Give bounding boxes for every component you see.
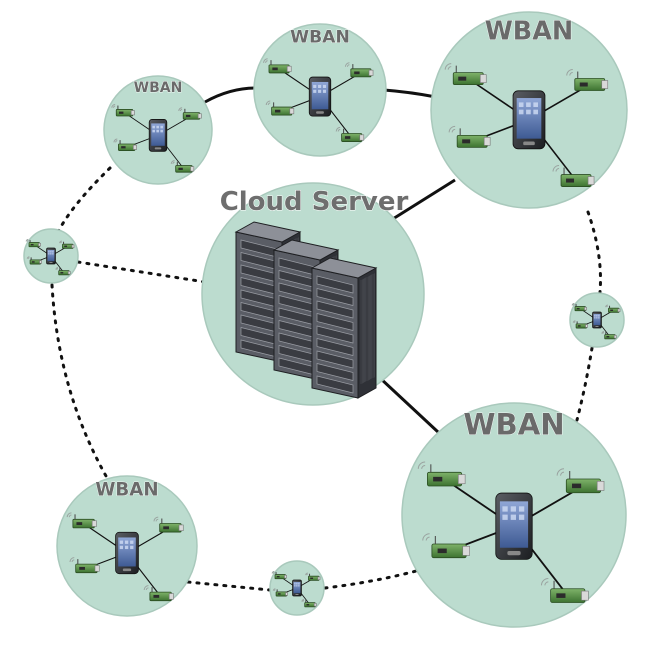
sensor-node-icon <box>344 62 374 78</box>
sensor-node-icon <box>170 160 195 173</box>
wban-cluster-top-left: WBAN <box>103 75 213 185</box>
sensor-node-icon <box>301 598 317 608</box>
sensor-node-icon <box>263 58 292 74</box>
sensor-node-icon <box>335 126 365 142</box>
sensor-node-icon <box>571 302 587 312</box>
sensor-node-icon <box>417 461 466 487</box>
smartphone-icon <box>308 76 332 117</box>
wban-cluster-small-bottom <box>269 560 325 616</box>
wban-label: WBAN <box>95 480 158 501</box>
wban-cluster-bottom-left: WBAN <box>56 475 198 617</box>
sensor-node-icon <box>605 304 621 313</box>
sensor-node-icon <box>25 238 41 248</box>
dotted-link <box>50 283 108 478</box>
sensor-node-icon <box>69 557 100 574</box>
smartphone-icon <box>46 247 56 265</box>
sensor-node-icon <box>143 585 174 602</box>
sensor-node-icon <box>111 103 135 117</box>
wban-cluster-top-center: WBAN <box>253 23 387 157</box>
sensor-node-icon <box>153 516 184 533</box>
solid-link <box>383 88 437 99</box>
sensor-node-icon <box>422 533 470 559</box>
wban-cluster-small-right <box>569 292 625 348</box>
smartphone-icon <box>495 492 533 560</box>
sensor-node-icon <box>272 588 288 597</box>
smartphone-icon <box>292 579 302 597</box>
wban-label: WBAN <box>463 407 564 441</box>
server-rack-icon <box>234 221 378 399</box>
sensor-node-icon <box>556 468 605 494</box>
wban-label: WBAN <box>134 80 183 96</box>
wban-cluster-small-left <box>23 228 79 284</box>
sensor-node-icon <box>552 165 595 187</box>
solid-link <box>204 86 257 104</box>
dotted-link <box>76 260 207 284</box>
smartphone-icon <box>115 531 139 575</box>
bubbles-layer: WBAN WBAN WBAN WBAN WBAN <box>23 11 628 628</box>
solid-link <box>378 376 440 434</box>
sensor-node-icon <box>55 266 71 276</box>
smartphone-icon <box>592 311 602 329</box>
cloud-server: Cloud Server <box>201 182 425 406</box>
cloud-server-label: Cloud Server <box>220 187 409 217</box>
sensor-node-icon <box>601 330 617 340</box>
sensor-node-icon <box>59 240 75 249</box>
server-rack <box>310 257 378 399</box>
wban-cluster-bottom-right: WBAN <box>401 402 627 628</box>
wban-label: WBAN <box>290 27 350 47</box>
wban-cluster-top-right: WBAN <box>430 11 628 209</box>
wban-label: WBAN <box>485 16 574 46</box>
network-links <box>50 86 602 592</box>
sensor-node-icon <box>178 107 202 120</box>
dotted-link <box>56 166 112 234</box>
smartphone-icon <box>148 119 168 152</box>
dotted-link <box>586 210 602 294</box>
sensor-node-icon <box>572 320 588 329</box>
sensor-node-icon <box>113 138 137 151</box>
sensor-node-icon <box>448 125 491 148</box>
sensor-node-icon <box>444 63 487 86</box>
dotted-link <box>575 346 594 422</box>
smartphone-icon <box>512 90 546 150</box>
sensor-node-icon <box>271 570 287 580</box>
sensor-node-icon <box>265 100 295 116</box>
sensor-node-icon <box>540 577 589 603</box>
dotted-link <box>186 580 272 592</box>
sensor-node-icon <box>305 572 321 581</box>
solid-link <box>387 178 456 224</box>
sensor-node-icon <box>26 256 42 265</box>
dotted-link <box>323 568 422 590</box>
sensor-node-icon <box>566 69 609 91</box>
sensor-node-icon <box>66 512 97 529</box>
